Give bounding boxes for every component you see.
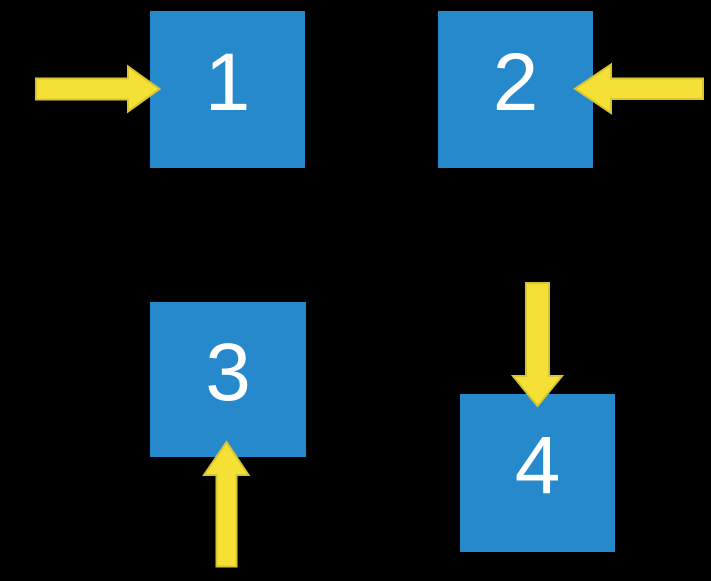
left-arrow-icon bbox=[573, 62, 704, 115]
box-1: 1 bbox=[150, 11, 305, 168]
box-3-label: 3 bbox=[205, 326, 251, 418]
box-2: 2 bbox=[438, 11, 593, 168]
box-2-label: 2 bbox=[492, 36, 539, 128]
up-arrow-icon bbox=[202, 440, 251, 568]
box-1-label: 1 bbox=[204, 36, 251, 128]
box-4: 4 bbox=[460, 394, 615, 552]
down-arrow-icon bbox=[510, 282, 565, 408]
right-arrow-icon bbox=[35, 64, 162, 114]
box-3: 3 bbox=[150, 302, 306, 457]
box-4-label: 4 bbox=[514, 420, 561, 511]
